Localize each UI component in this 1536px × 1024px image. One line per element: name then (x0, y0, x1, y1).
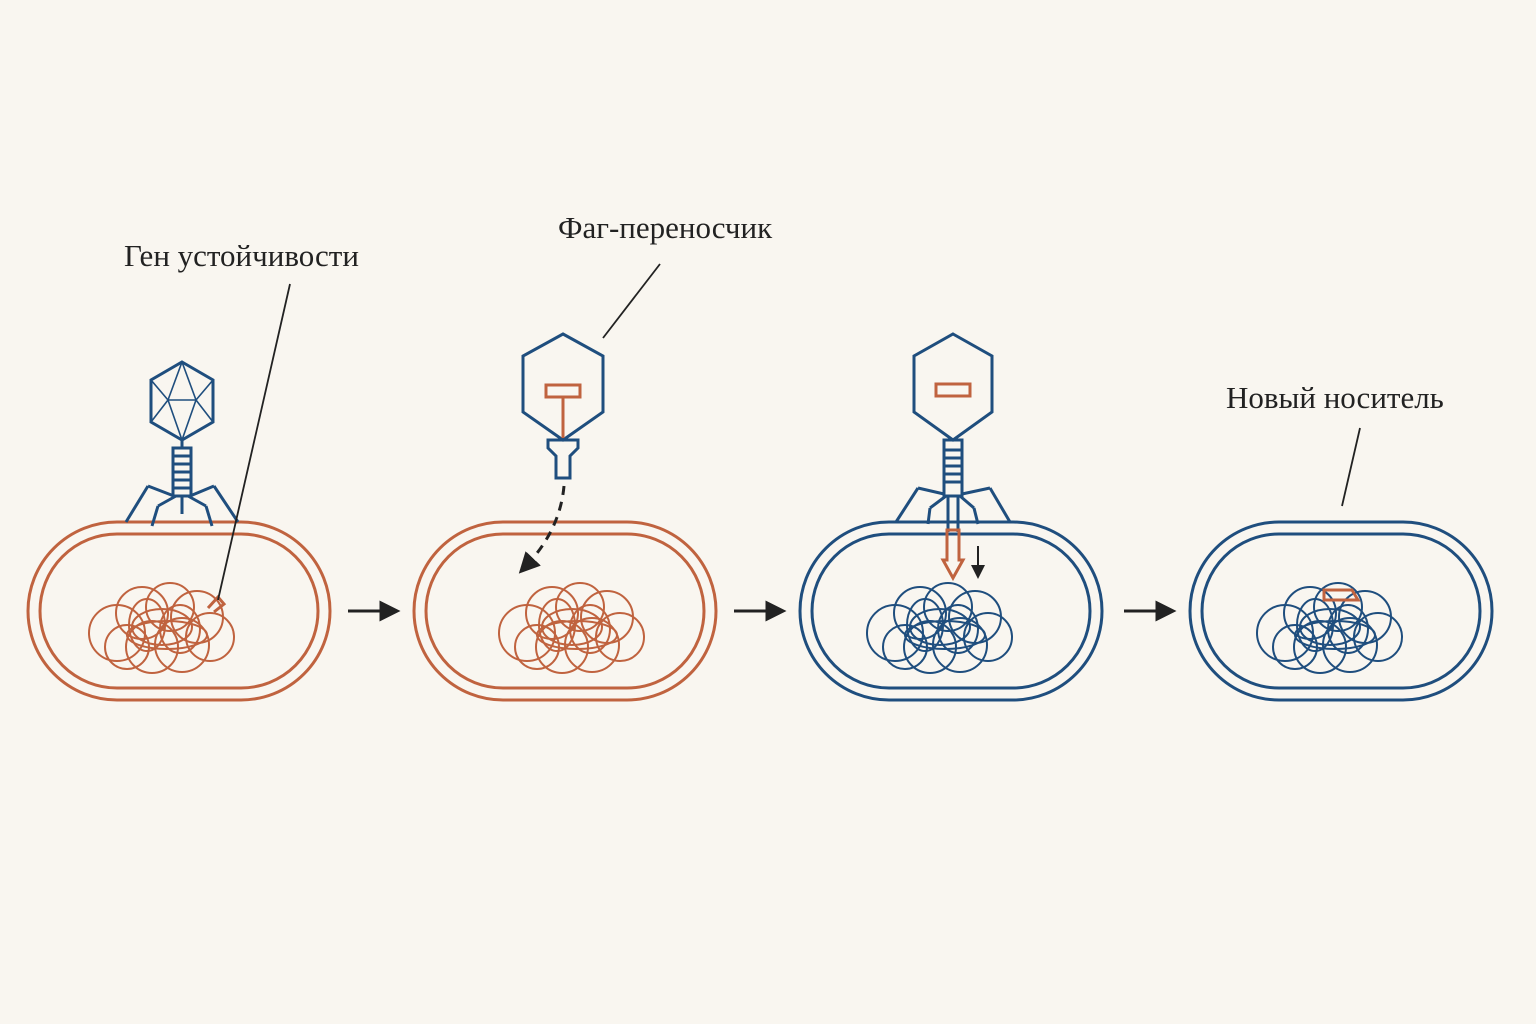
resistance-gene-label: Ген устойчивости (124, 238, 359, 273)
donor-cell-1 (26, 520, 332, 702)
recipient-cell-3 (798, 520, 1104, 702)
injected-gene-arrow (940, 528, 966, 582)
packaged-gene-2 (544, 383, 582, 399)
phage-3 (894, 332, 1012, 532)
host-leader-line (1341, 427, 1361, 507)
gene-leader-line (217, 283, 291, 601)
injection-path-arrow (518, 485, 566, 574)
stage-3 (798, 332, 1104, 702)
packaged-gene-3 (934, 382, 972, 398)
stage-4 (1188, 427, 1494, 702)
integrated-gene-marker (1322, 588, 1361, 602)
resistance-gene-marker-1 (206, 594, 227, 614)
stage-1 (26, 360, 332, 702)
transducing-phage-label: Фаг-переносчик (558, 210, 773, 245)
new-host-label: Новый носитель (1226, 380, 1444, 415)
recipient-cell-4 (1188, 520, 1494, 702)
bacterial-chromosome-4 (1256, 582, 1403, 674)
bacterial-chromosome-2 (498, 582, 645, 674)
stage-2 (412, 263, 718, 702)
phage-leader-line (602, 263, 661, 339)
donor-cell-2 (412, 520, 718, 702)
phage-1 (124, 360, 240, 527)
bacterial-chromosome-1 (88, 582, 235, 674)
phage-2 (521, 332, 605, 480)
bacterial-chromosome-3 (866, 582, 1013, 674)
